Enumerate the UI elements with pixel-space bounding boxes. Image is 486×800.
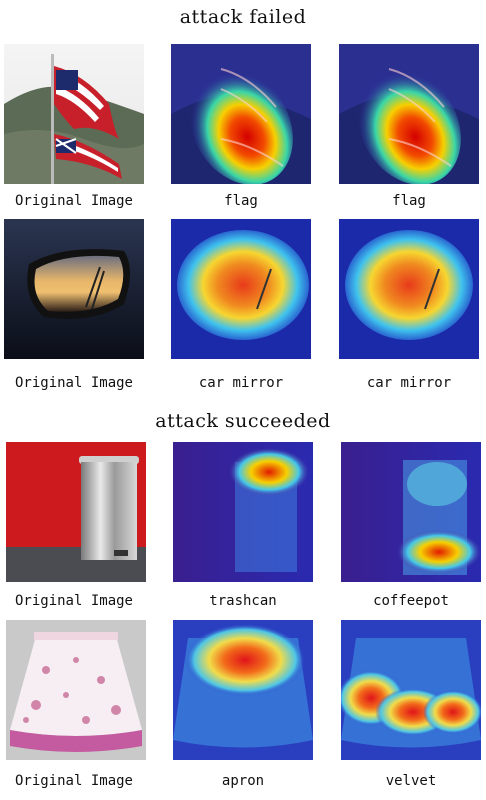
- heatmap-skirt-after: [341, 620, 481, 760]
- caption-pred-before: flag: [224, 193, 258, 209]
- heatmap-flag-before: [171, 44, 311, 184]
- caption-original-image: Original Image: [14, 773, 133, 789]
- section-title-succeeded: attack succeeded: [155, 410, 331, 432]
- caption-pred-before: apron: [221, 773, 265, 789]
- heatmap-skirt-before: [173, 620, 313, 760]
- caption-original-image: Original Image: [14, 193, 133, 209]
- caption-pred-after: velvet: [385, 773, 437, 789]
- caption-pred-before: car mirror: [198, 375, 284, 391]
- heatmap-mirror-before: [171, 219, 311, 359]
- caption-pred-after: car mirror: [366, 375, 452, 391]
- heatmap-flag-after: [339, 44, 479, 184]
- heatmap-trashcan-before: [173, 442, 313, 582]
- section-title-failed: attack failed: [179, 6, 307, 28]
- heatmap-mirror-after: [339, 219, 479, 359]
- original-image-trashcan: [6, 442, 146, 582]
- heatmap-trashcan-after: [341, 442, 481, 582]
- original-image-flag: [4, 44, 144, 184]
- original-image-skirt: [6, 620, 146, 760]
- caption-pred-after: flag: [392, 193, 426, 209]
- caption-pred-after: coffeepot: [373, 593, 449, 609]
- caption-original-image: Original Image: [14, 593, 133, 609]
- caption-original-image: Original Image: [14, 375, 133, 391]
- original-image-mirror: [4, 219, 144, 359]
- caption-pred-before: trashcan: [209, 593, 277, 609]
